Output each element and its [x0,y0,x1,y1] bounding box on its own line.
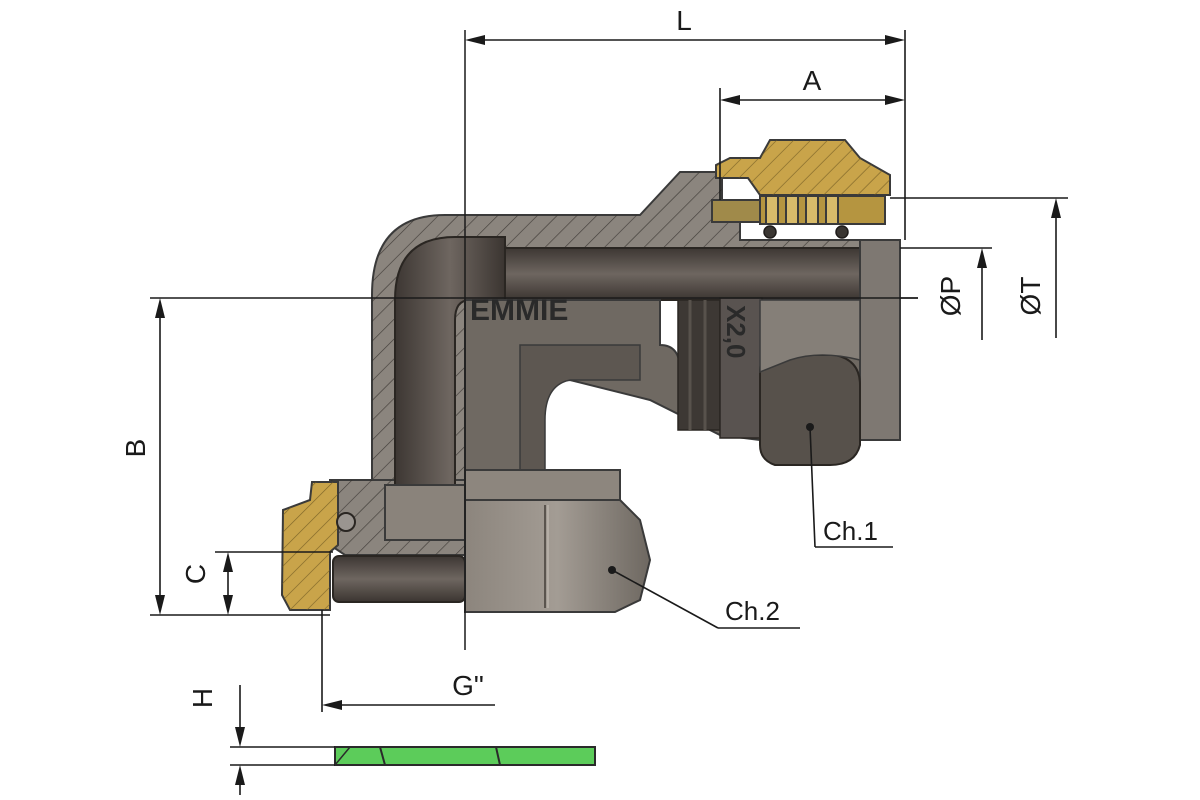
label-h: H [187,688,218,708]
label-p: ØP [935,276,966,316]
brand-marking: EMMIE [470,294,568,327]
label-a: A [803,65,822,96]
dimension-l: L [465,5,906,240]
dimension-p: ØP [900,247,992,340]
callout-ch2: Ch.2 [608,566,800,629]
label-b: B [120,439,151,458]
callout-ch1: Ch.1 [806,423,893,548]
bottom-bore [332,555,466,603]
dimension-c: C [180,551,333,615]
horizontal-bore [499,247,901,301]
vertical-bore [394,236,506,541]
dimension-a: A [719,65,905,200]
label-ch2: Ch.2 [725,596,780,626]
dimension-g: G" [321,610,495,712]
label-g: G" [452,670,484,701]
label-c: C [180,564,211,584]
brass-swivel [280,481,356,611]
knurl-band [677,299,721,431]
dimension-b: B [120,298,330,616]
dimension-t: ØT [890,197,1068,338]
washer [334,746,596,766]
hex-ch1 [759,239,901,466]
hex-ch2 [384,469,652,613]
label-l: L [676,5,692,36]
dimension-h: H [187,685,335,795]
label-ch1: Ch.1 [823,516,878,546]
label-t: ØT [1015,277,1046,316]
size-marking: X2,0 [721,305,751,359]
o-ring [336,512,356,532]
brass-insert [711,139,891,239]
